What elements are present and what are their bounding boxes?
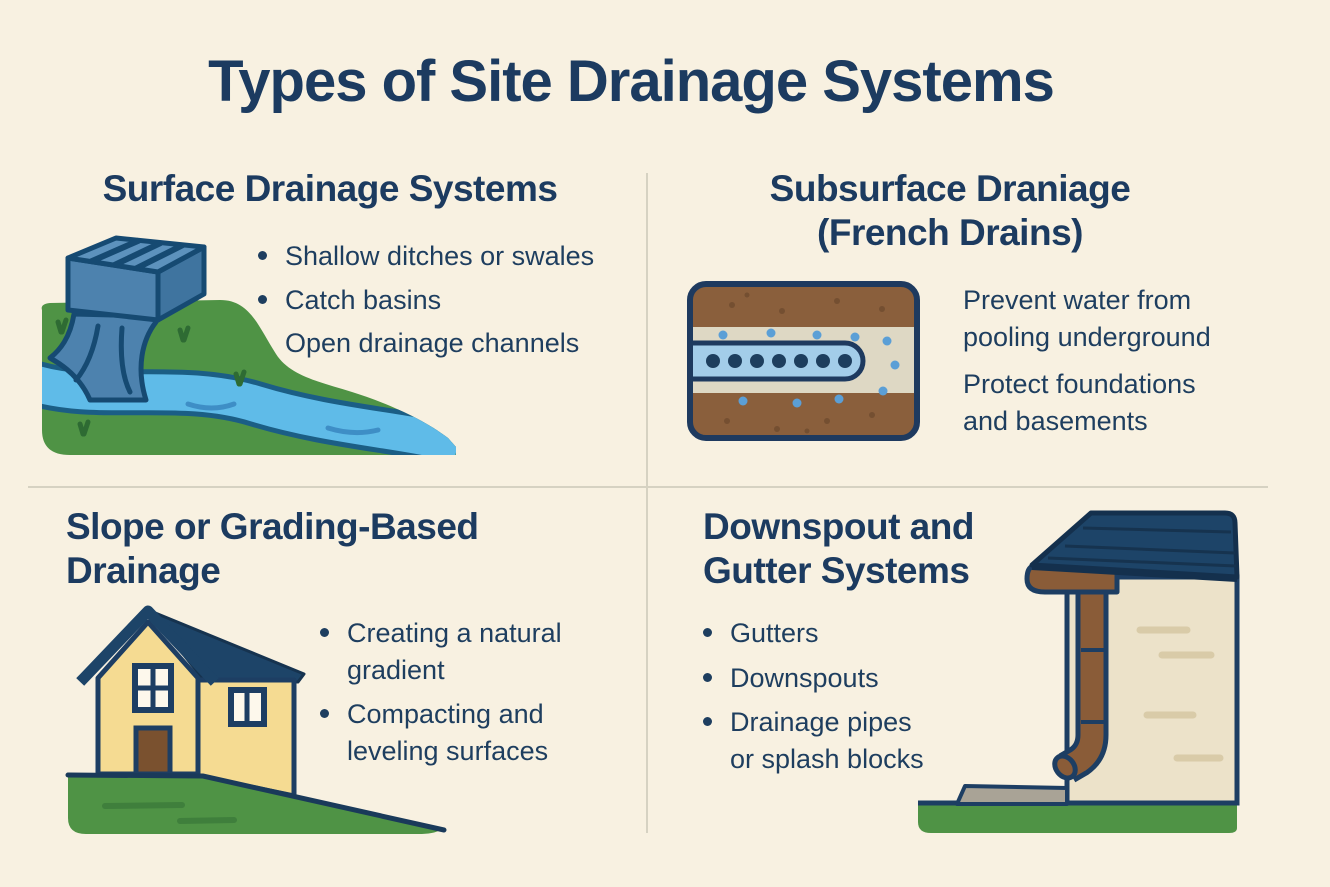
pipe-perforations bbox=[706, 354, 852, 368]
subsurface-points: Prevent water from pooling underground P… bbox=[963, 282, 1241, 451]
two-pane-window bbox=[228, 687, 267, 727]
bullet-dot-icon bbox=[320, 709, 329, 719]
heading-line: Gutter Systems bbox=[703, 550, 970, 592]
bullet-dot-icon bbox=[258, 294, 267, 304]
list-item: Gutters bbox=[703, 615, 938, 652]
horizontal-divider bbox=[28, 486, 1268, 488]
subsurface-section-heading: Subsurface Draniage (French Drains) bbox=[690, 167, 1210, 256]
bullet-text: Compacting and leveling surfaces bbox=[347, 699, 549, 767]
bullet-dot-icon bbox=[703, 628, 712, 637]
slope-bullet-list: Creating a natural gradient Compacting a… bbox=[320, 615, 585, 778]
page-title: Types of Site Drainage Systems bbox=[208, 49, 1055, 114]
gutter-downspout-illustration bbox=[918, 510, 1240, 833]
house-door bbox=[133, 725, 173, 777]
list-item: Compacting and leveling surfaces bbox=[320, 696, 585, 769]
list-item: Downspouts bbox=[703, 660, 938, 697]
slope-edge-line bbox=[65, 772, 447, 833]
heading-line: Drainage bbox=[66, 550, 221, 592]
slope-section-heading: Slope or Grading-Based Drainage bbox=[66, 505, 586, 594]
culvert-icon bbox=[65, 235, 207, 323]
list-item: Catch basins bbox=[258, 282, 628, 319]
list-item: Creating a natural gradient bbox=[320, 615, 585, 688]
splash-block bbox=[955, 784, 1069, 806]
bullet-text: Creating a natural gradient bbox=[347, 618, 562, 685]
bullet-dot-icon bbox=[703, 717, 712, 727]
french-drain-illustration bbox=[687, 281, 920, 441]
list-item: Shallow ditches or swales bbox=[258, 238, 628, 275]
bullet-text: Catch basins bbox=[285, 284, 442, 315]
heading-line: Subsurface Draniage bbox=[769, 168, 1131, 209]
ground bbox=[918, 803, 1237, 833]
grass-accent-lines bbox=[102, 802, 237, 824]
bullet-dot-icon bbox=[320, 628, 329, 637]
point-text: Prevent water from pooling underground bbox=[963, 285, 1211, 352]
gutter-section-heading: Downspout and Gutter Systems bbox=[703, 505, 1123, 594]
roof-plank-lines bbox=[1047, 526, 1237, 568]
bullet-text: Gutters bbox=[730, 618, 819, 648]
water-droplets bbox=[718, 328, 900, 408]
four-pane-window bbox=[132, 663, 174, 713]
drain-border bbox=[687, 281, 920, 441]
bullet-dot-icon bbox=[258, 251, 267, 260]
graded-slope bbox=[68, 775, 440, 834]
roof-edge bbox=[1031, 564, 1238, 582]
bullet-text: Drainage pipes or splash blocks bbox=[730, 707, 924, 775]
heading-line: Downspout and bbox=[703, 506, 974, 547]
point-text: Protect foundations and basements bbox=[963, 369, 1196, 437]
culvert-stream-illustration bbox=[41, 235, 457, 455]
gutter-bullet-list: Gutters Downspouts Drainage pipes or spl… bbox=[703, 615, 938, 786]
outflow-water bbox=[47, 311, 159, 403]
list-item: Open drainage channels bbox=[258, 325, 628, 362]
list-item: Drainage pipes or splash blocks bbox=[703, 704, 938, 777]
surface-section-heading: Surface Drainage Systems bbox=[30, 167, 630, 211]
bullet-text: Open drainage channels bbox=[285, 328, 580, 359]
bullet-text: Downspouts bbox=[730, 662, 879, 693]
house-roof-gable bbox=[76, 605, 219, 686]
heading-line: (French Drains) bbox=[817, 212, 1083, 254]
bullet-dot-icon bbox=[703, 672, 712, 682]
surface-bullet-list: Shallow ditches or swales Catch basins O… bbox=[258, 238, 628, 369]
downspout bbox=[1052, 586, 1109, 783]
downspout-mouth bbox=[1052, 753, 1078, 781]
house-slope-illustration bbox=[65, 605, 447, 834]
soil-speckles bbox=[724, 292, 885, 434]
bullet-text: Shallow ditches or swales bbox=[285, 241, 595, 271]
heading-line: Slope or Grading-Based bbox=[66, 506, 479, 547]
vertical-divider bbox=[646, 173, 648, 833]
siding-accent-lines bbox=[1136, 626, 1224, 762]
heading-line: Surface Drainage Systems bbox=[102, 168, 558, 209]
grass-tufts bbox=[55, 317, 247, 437]
